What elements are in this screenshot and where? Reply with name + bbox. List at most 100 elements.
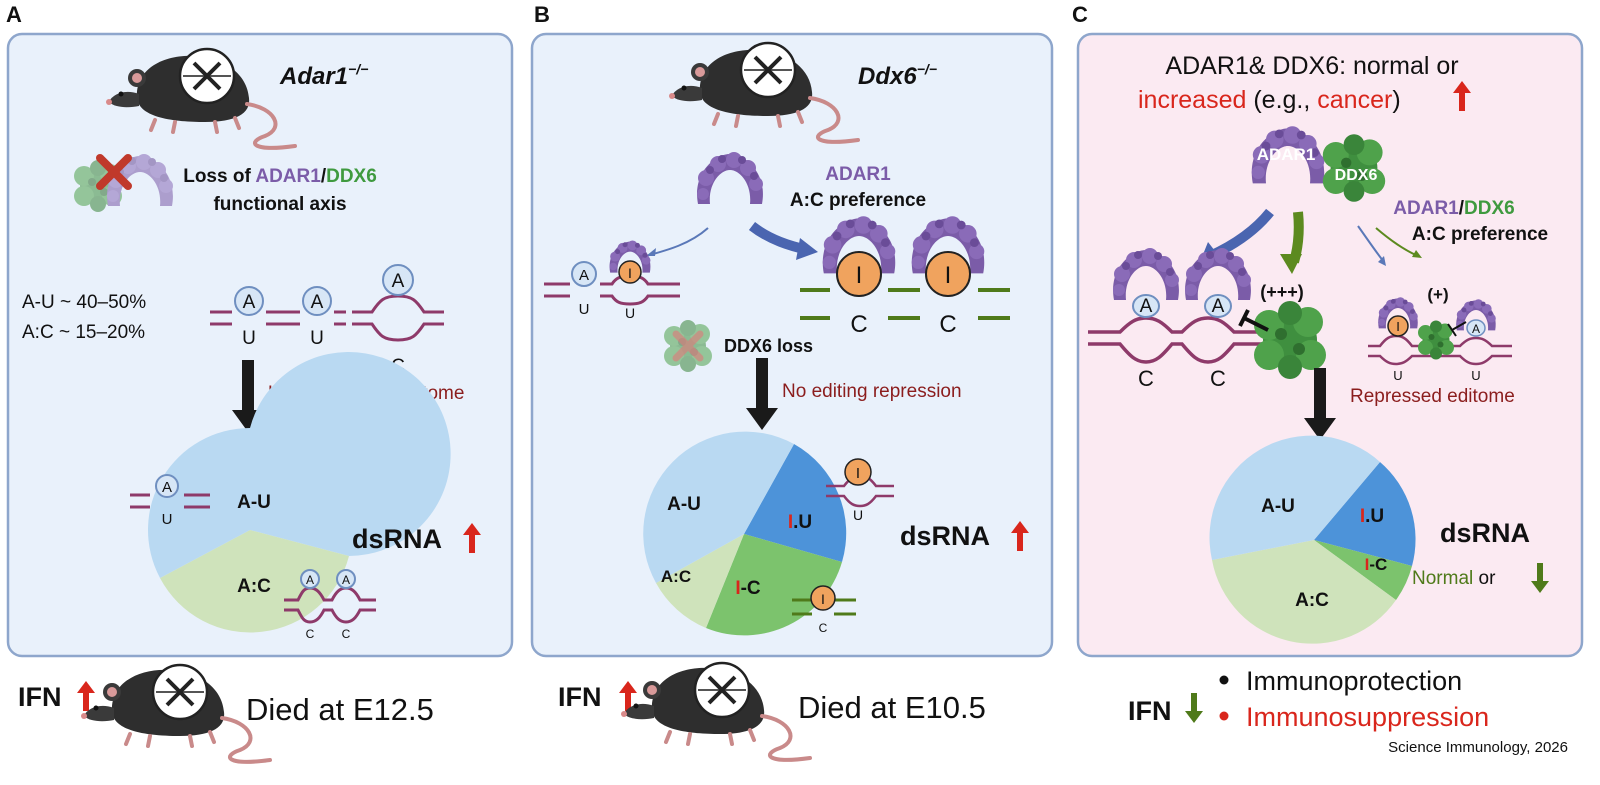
base-c: C	[1210, 366, 1226, 391]
au-percentage: A-U ~ 40–50%	[22, 292, 146, 313]
pie-base-u: U	[162, 511, 173, 528]
base-u: U	[853, 507, 863, 523]
pie-label-au: A-U	[1261, 496, 1295, 517]
inhibition-mark	[1447, 321, 1467, 337]
pie-slice-au	[147, 428, 250, 578]
adenosine-marker	[382, 264, 414, 296]
panel-a-letter: A	[6, 2, 22, 27]
adar1-knockout-label: Adar1−/−	[279, 61, 368, 90]
base-i: I	[821, 591, 825, 607]
immunoprotection-label: Immunoprotection	[1246, 666, 1462, 696]
base-i: I	[628, 265, 632, 281]
repressed-editome-label: Repressed editome	[1350, 386, 1515, 407]
panel-c-title-line1: ADAR1& DDX6: normal or	[1165, 52, 1458, 80]
pie-label-ac: A:C	[237, 576, 271, 597]
panel-c-title-line2: increased (e.g., cancer)	[1138, 86, 1401, 114]
base-a: A	[579, 267, 589, 284]
dsrna-ac-green	[800, 288, 1010, 320]
pie-slice-ac	[656, 534, 744, 628]
pie-slice-iu	[1314, 462, 1416, 566]
no-repression-label: No editing repression	[782, 381, 962, 402]
pie-label-au: A-U	[667, 494, 701, 515]
credit-label: Science Immunology, 2026	[1388, 739, 1568, 756]
panel-c-box	[1076, 32, 1584, 658]
pie-label-ac: A:C	[1295, 590, 1329, 611]
inhibition-mark	[1238, 309, 1269, 332]
panel-b: B Ddx6−/− ADAR1 A:C preference A U I U	[530, 2, 1054, 762]
dsrna-label: dsRNA	[1440, 518, 1530, 548]
knockout-icon	[693, 661, 751, 719]
adenosine-marker	[300, 569, 320, 589]
base-c: C	[1138, 366, 1154, 391]
loss-line-1: Loss of ADAR1/DDX6	[183, 166, 377, 187]
outcome-label: Died at E12.5	[246, 692, 434, 727]
knockout-icon	[151, 663, 209, 721]
inosine-marker	[844, 458, 872, 486]
adenosine-marker	[571, 261, 597, 287]
complex-adar1-label: ADAR1	[1257, 145, 1316, 164]
base-i: I	[945, 262, 952, 289]
bullet-red	[1219, 711, 1229, 721]
pie-base-c: C	[306, 627, 315, 641]
strong-repression-label: (+++)	[1260, 282, 1304, 302]
dsrna-small-ac	[284, 586, 376, 624]
pie-label-iu: I.U	[788, 512, 812, 533]
base-u: U	[579, 301, 590, 318]
pie-label-ac: A:C	[661, 567, 691, 586]
panel-c-letter: C	[1072, 2, 1088, 27]
dsrna-label: dsRNA	[352, 524, 442, 554]
dsrna-ac-c	[1088, 316, 1266, 364]
normal-or-label: Normal or	[1412, 568, 1496, 589]
pref-line-1: ADAR1/DDX6	[1393, 198, 1514, 219]
pref-line-2: A:C preference	[1412, 224, 1548, 245]
adar1-label: ADAR1	[825, 164, 891, 185]
bullet-black	[1219, 675, 1229, 685]
ddx6-loss-label: DDX6 loss	[724, 336, 813, 356]
ddx6-protein-icon	[1254, 301, 1326, 379]
inosine-marker	[925, 251, 971, 297]
down-arrow-icon	[1185, 693, 1203, 723]
pie-base-c: C	[342, 627, 351, 641]
ac-preference-label: A:C preference	[790, 190, 926, 211]
adenosine-marker	[1132, 294, 1160, 318]
adenosine-marker	[1466, 319, 1486, 337]
dsrna-small-au	[130, 493, 210, 509]
base-a-3: A	[392, 271, 405, 292]
base-a-2: A	[311, 292, 324, 313]
pie-slice-au	[250, 352, 451, 556]
base-i: I	[1396, 319, 1400, 334]
base-u: U	[1471, 368, 1480, 383]
pie-label-iu: I.U	[1360, 506, 1384, 527]
adenosine-marker	[1204, 294, 1232, 318]
base-i: I	[856, 465, 860, 482]
knockout-icon	[739, 41, 797, 99]
knockout-icon	[178, 47, 236, 105]
pie-slice-ac	[1212, 540, 1396, 644]
base-a: A	[1140, 296, 1153, 317]
pie-label-ic: I-C	[1365, 555, 1388, 574]
pie-label-ic: I-C	[735, 578, 761, 599]
base-a: A	[1212, 296, 1225, 317]
dsrna-small-ic	[792, 598, 856, 616]
pie-c	[1209, 435, 1416, 644]
base-u-1: U	[242, 328, 256, 349]
base-c: C	[939, 311, 956, 338]
outcome-label: Died at E10.5	[798, 690, 986, 725]
adenosine-marker	[234, 286, 264, 316]
inosine-marker	[618, 260, 642, 284]
inosine-marker	[836, 251, 882, 297]
ifn-label: IFN	[18, 682, 62, 712]
base-a-1: A	[243, 292, 256, 313]
ddx6-knockout-label: Ddx6−/−	[858, 61, 937, 90]
adenosine-marker	[336, 569, 356, 589]
loss-line-2: functional axis	[213, 194, 346, 215]
inosine-marker	[810, 585, 836, 611]
red-x-icon	[96, 154, 132, 190]
pie-base-a: A	[342, 573, 350, 587]
inosine-marker	[1387, 315, 1409, 337]
pie-slice-iu	[744, 444, 847, 562]
adenosine-marker	[302, 286, 332, 316]
adenosine-marker	[155, 474, 179, 498]
dsrna-label: dsRNA	[900, 521, 990, 551]
